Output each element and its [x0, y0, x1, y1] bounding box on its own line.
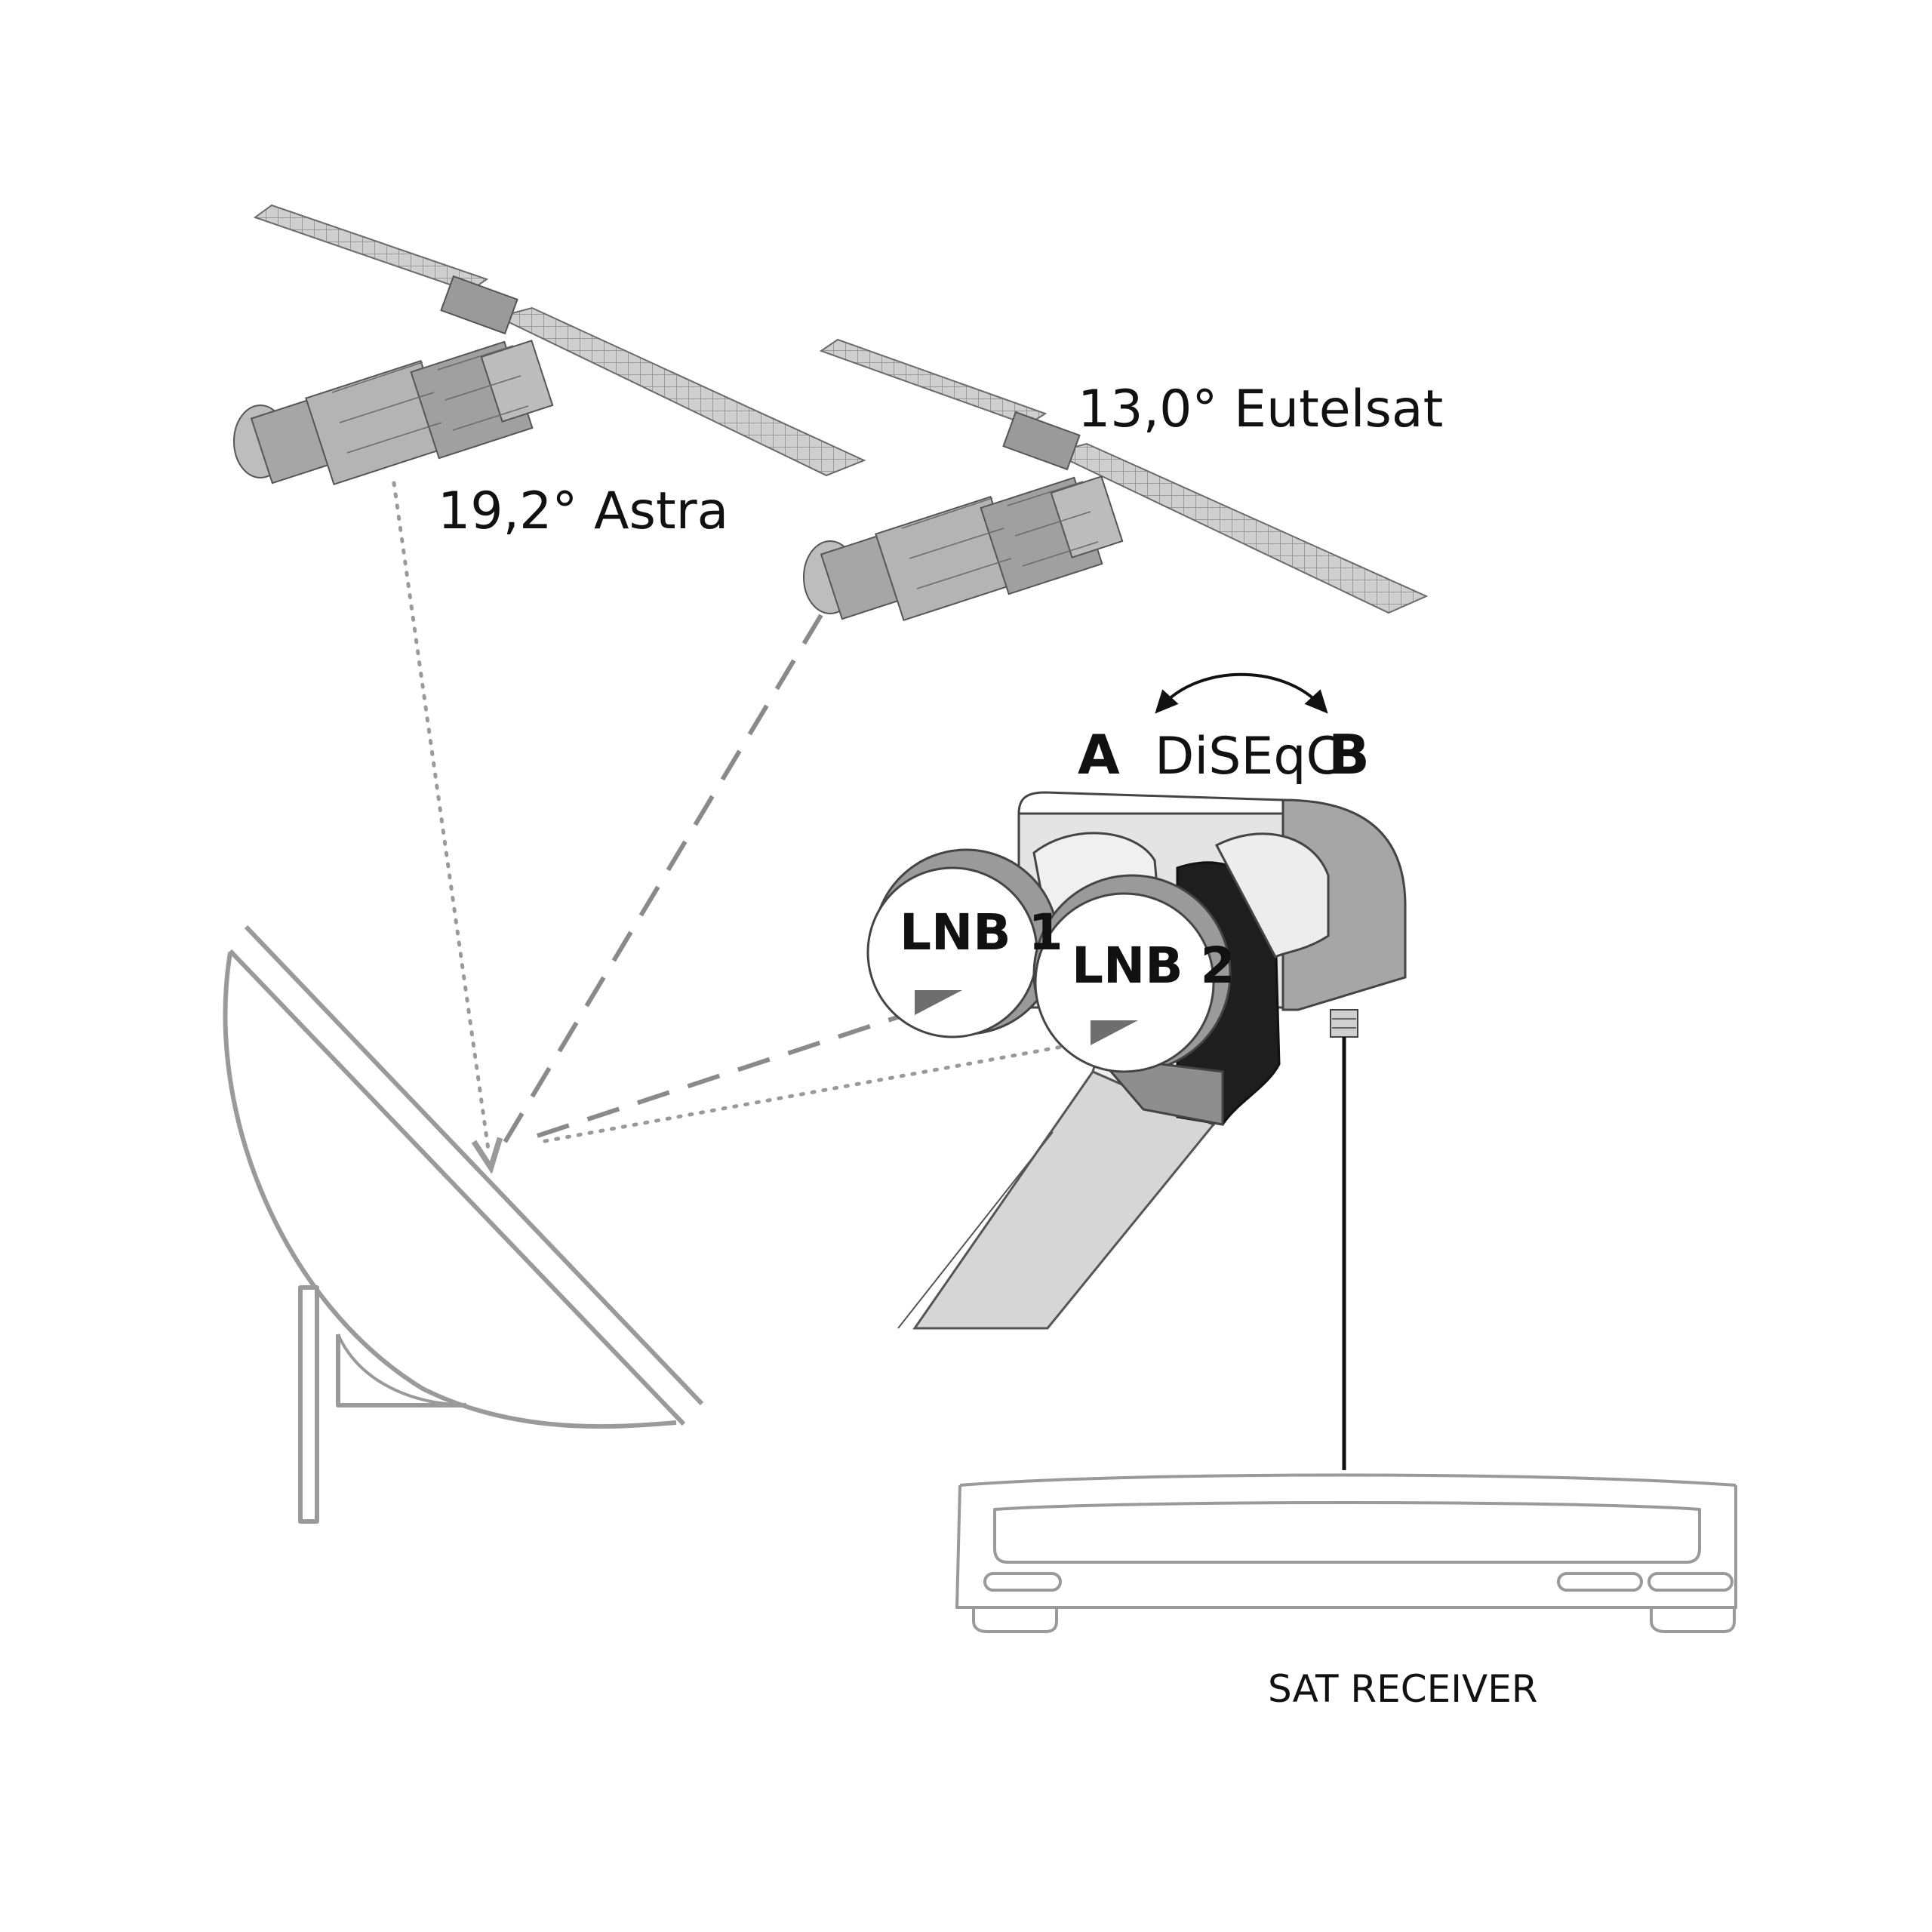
- satellite-icon: [803, 338, 1429, 622]
- label-switch-a: A: [1078, 723, 1120, 786]
- label-switch-b: B: [1328, 723, 1370, 786]
- label-eutelsat: 13,0° Eutelsat: [1078, 380, 1443, 439]
- label-lnb2: LNB 2: [1072, 937, 1235, 995]
- lnb2-arrow-icon: [1091, 1020, 1138, 1045]
- astra-signal-line: [392, 481, 489, 1155]
- eutelsat-signal-line: [497, 614, 823, 1152]
- signal-paths: [392, 481, 1072, 1155]
- dish-to-lnb1-line: [537, 1013, 905, 1138]
- label-astra: 19,2° Astra: [438, 481, 728, 541]
- set-top-box-icon: [955, 1473, 1737, 1633]
- satellite-dish-icon: [223, 924, 704, 1524]
- dish-to-lnb2-line: [543, 1043, 1072, 1143]
- diseqc-toggle-arrow-icon: [1155, 672, 1328, 714]
- lnb-assembly: [866, 791, 1407, 1330]
- satellite-icon: [233, 204, 866, 486]
- satellite-eutelsat: [803, 338, 1429, 622]
- label-lnb1: LNB 1: [900, 903, 1063, 961]
- lnb1-arrow-icon: [915, 990, 962, 1015]
- satellite-astra: [233, 204, 866, 486]
- label-diseqc: DiSEqC: [1155, 727, 1342, 786]
- label-receiver: SAT RECEIVER: [1268, 1667, 1538, 1711]
